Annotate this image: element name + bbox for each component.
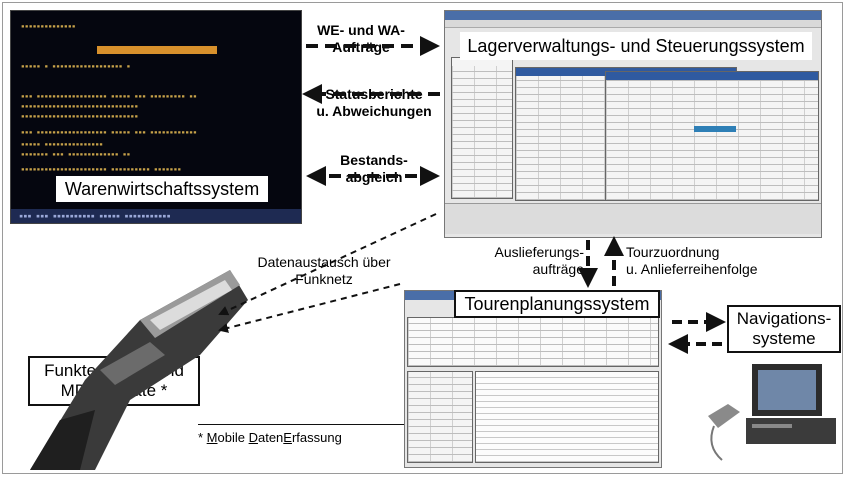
remote-device [708,404,740,428]
table-grid [408,318,658,366]
flow-funknetz-line2: Funknetz [295,270,353,287]
flow-auslieferung-line2: aufträge [532,260,584,277]
arrow-funknetz-2 [218,283,401,333]
pc-image [708,364,836,461]
lager-screenshot [444,10,822,238]
selection-bar [694,126,736,132]
terminal-line: ▪▪▪ ▪▪▪▪▪▪▪▪▪▪▪▪▪▪▪▪▪▪ ▪▪▪▪▪ ▪▪▪ ▪▪▪▪▪▪▪… [21,129,198,136]
terminal-line: ▪▪▪▪▪ ▪▪▪▪▪▪▪▪▪▪▪▪▪▪▪ [21,141,104,148]
lager-tree-pane [451,57,513,199]
navigation-text: Navigations- systeme [737,309,832,348]
remote-cable [710,425,723,461]
lager-right-pane [605,71,819,201]
terminal-status-bar: ▪▪▪ ▪▪▪ ▪▪▪▪▪▪▪▪▪▪ ▪▪▪▪▪ ▪▪▪▪▪▪▪▪▪▪▪ [11,209,301,223]
footnote-rfassung: rfassung [291,430,342,445]
terminal-line: ▪▪▪ ▪▪▪▪▪▪▪▪▪▪▪▪▪▪▪▪▪▪ ▪▪▪▪▪ ▪▪▪ ▪▪▪▪▪▪▪… [21,93,198,100]
lager-label: Lagerverwaltungs- und Steuerungssystem [460,32,812,60]
terminal-line: ▪▪▪▪▪▪▪▪▪▪▪▪▪▪▪▪▪▪▪▪▪▪▪▪▪▪▪▪▪▪ [21,113,139,120]
lager-text: Lagerverwaltungs- und Steuerungssystem [467,35,805,56]
warenwirtschaft-label: Warenwirtschaftssystem [56,176,268,202]
lager-toolbar [445,203,821,234]
flow-status-line2: u. Abweichungen [316,102,432,119]
footnote-line [198,424,404,425]
pane-titlebar [606,72,818,80]
flow-we-wa-line2: Aufträge [332,38,390,55]
flow-tour-line1: Tourzuordnung [626,244,720,260]
device-screen [150,280,232,330]
flow-bestand-line1: Bestands- [340,152,408,168]
device-grip [30,410,95,470]
pane-grid [606,80,818,200]
terminal-line: ▪▪▪▪▪▪▪▪▪▪▪▪▪▪ [21,23,76,30]
navigation-line2: systeme [752,329,816,348]
navigation-label: Navigations- systeme [727,305,841,353]
list-lines [476,372,658,462]
flow-funknetz-line1: Datenaustausch über [257,254,391,270]
footnote: * Mobile DatenErfassung [198,430,342,446]
device-keypad [100,342,165,385]
flow-tour-line2: u. Anlieferreihenfolge [626,260,758,277]
footnote-prefix: * [198,430,207,445]
flow-we-wa: WE- und WA- Aufträge [314,22,408,56]
touren-table [407,317,659,367]
warenwirtschaft-text: Warenwirtschaftssystem [64,178,260,199]
terminal-line: ▪▪▪▪▪▪▪ ▪▪▪ ▪▪▪▪▪▪▪▪▪▪▪▪▪ ▪▪ [21,151,131,158]
flow-funknetz: Datenaustausch über Funknetz [244,254,404,288]
monitor-screen [758,370,816,410]
flow-we-wa-line1: WE- und WA- [317,22,405,38]
drive-slot [752,424,792,428]
flow-tour: Tourzuordnung u. Anlieferreihenfolge [626,244,786,278]
terminal-line: ▪▪▪▪▪▪▪▪▪▪▪▪▪▪▪▪▪▪▪▪▪▪ ▪▪▪▪▪▪▪▪▪▪ ▪▪▪▪▪▪… [21,166,182,173]
touren-list-pane [475,371,659,463]
touren-screenshot [404,290,662,468]
touren-side-pane [407,371,473,463]
handheld-terminal-image [30,270,248,470]
navigation-line1: Navigations- [736,309,832,329]
window-titlebar [445,11,821,20]
window-menubar [445,20,821,28]
footnote-aten: aten [257,430,284,445]
touren-text: Tourenplanungssystem [464,293,650,314]
tree-lines [452,66,512,198]
footnote-e: E [283,430,292,445]
pc-case [746,418,836,444]
footnote-obile: obile [217,430,249,445]
terminal-line: ▪▪▪▪▪▪▪▪▪▪▪▪▪▪▪▪▪▪▪▪▪▪▪▪▪▪▪▪▪▪ [21,103,139,110]
touren-label: Tourenplanungssystem [454,290,660,318]
terminal-highlight [97,46,217,54]
arrow-funknetz-1 [218,213,437,316]
footnote-m: M [206,430,218,445]
flow-auslieferung-line1: Auslieferungs- [494,244,585,260]
footnote-d: D [248,430,258,445]
terminal-line: ▪▪▪▪▪ ▪ ▪▪▪▪▪▪▪▪▪▪▪▪▪▪▪▪▪▪ ▪ [21,63,131,70]
flow-auslieferung: Auslieferungs- aufträge [456,244,585,278]
side-lines [408,372,472,462]
